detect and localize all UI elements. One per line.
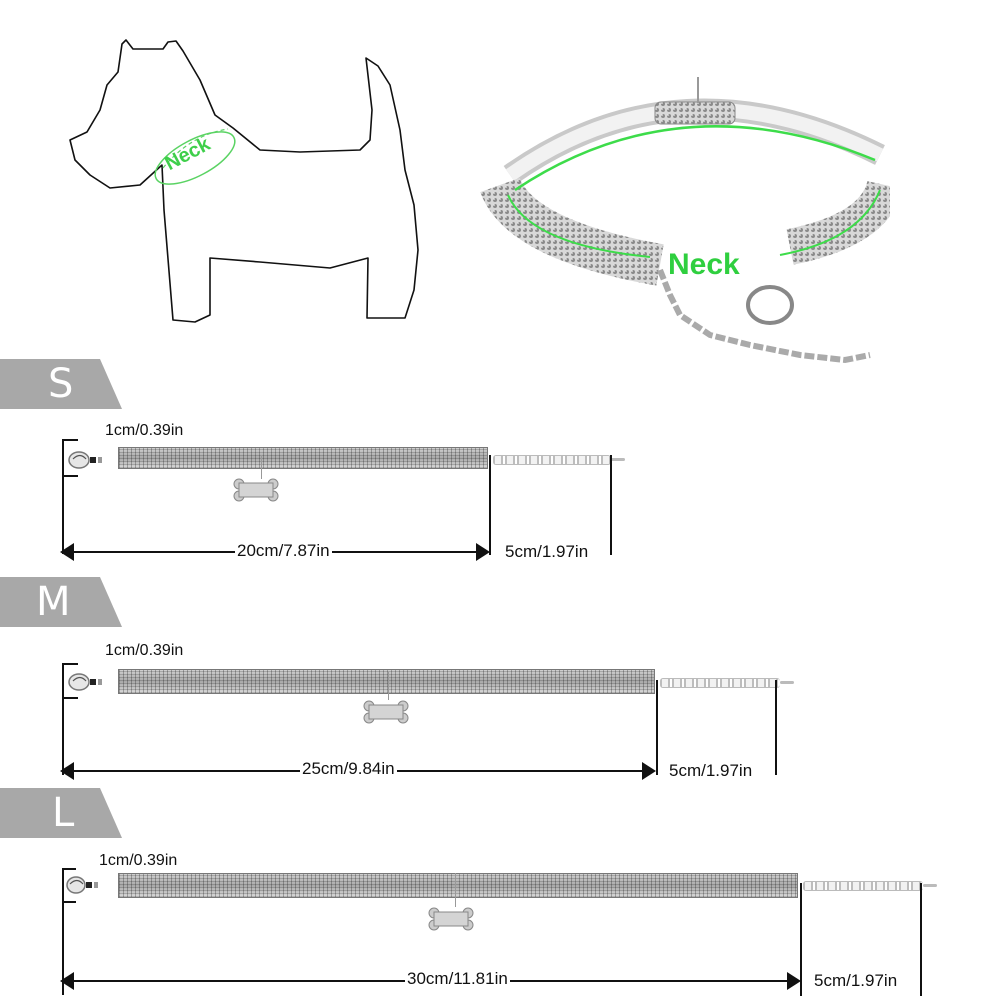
extension-label: 5cm/1.97in bbox=[812, 971, 900, 991]
arrow-right-icon bbox=[642, 762, 656, 780]
collar-neck-label: Neck bbox=[668, 248, 740, 281]
size-tab-m: M bbox=[0, 577, 122, 627]
arrow-left-icon bbox=[60, 543, 74, 561]
bracket-bottom bbox=[62, 475, 78, 477]
extension-start-line bbox=[800, 883, 802, 996]
size-letter: M bbox=[36, 579, 71, 625]
collar-band bbox=[118, 669, 655, 694]
width-label: 1cm/0.39in bbox=[105, 422, 184, 439]
extension-label: 5cm/1.97in bbox=[667, 761, 755, 781]
rhinestone-collar-icon bbox=[480, 77, 903, 364]
dog-illustration: Neck bbox=[60, 30, 440, 330]
arrow-right-icon bbox=[787, 972, 801, 990]
size-letter: L bbox=[52, 790, 75, 836]
bone-charm-icon bbox=[428, 907, 474, 931]
extension-chain bbox=[803, 881, 923, 891]
collar-photo: Neck bbox=[480, 65, 903, 375]
size-letter: S bbox=[48, 361, 74, 407]
collar-band bbox=[118, 873, 798, 898]
lobster-clasp-icon bbox=[68, 673, 102, 691]
length-label: 30cm/11.81in bbox=[405, 969, 510, 989]
extension-chain bbox=[660, 678, 780, 688]
extension-end-line bbox=[610, 455, 612, 555]
length-label: 25cm/9.84in bbox=[300, 759, 397, 779]
extension-label: 5cm/1.97in bbox=[503, 542, 591, 562]
chain-end bbox=[611, 458, 625, 461]
length-label: 20cm/7.87in bbox=[235, 541, 332, 561]
charm-hook bbox=[261, 455, 262, 479]
chain-end bbox=[923, 884, 937, 887]
chain-end bbox=[780, 681, 794, 684]
bone-charm-icon bbox=[233, 478, 279, 502]
extension-end-line bbox=[920, 883, 922, 996]
lobster-clasp-icon bbox=[66, 876, 98, 894]
width-bracket bbox=[62, 439, 64, 554]
width-label: 1cm/0.39in bbox=[105, 642, 184, 659]
size-tab-shape-icon bbox=[0, 577, 122, 627]
bracket-bottom bbox=[62, 697, 78, 699]
bracket-top bbox=[62, 663, 78, 665]
charm-hook bbox=[388, 672, 389, 700]
lobster-clasp-icon bbox=[68, 451, 102, 469]
extension-chain bbox=[493, 455, 611, 465]
size-tab-shape-icon bbox=[0, 359, 122, 409]
size-tab-s: S bbox=[0, 359, 122, 409]
bracket-bottom bbox=[62, 901, 76, 903]
dog-outline-icon bbox=[69, 39, 419, 323]
width-bracket bbox=[62, 663, 64, 775]
arrow-left-icon bbox=[60, 972, 74, 990]
extension-start-line bbox=[489, 455, 491, 555]
arrow-left-icon bbox=[60, 762, 74, 780]
bracket-top bbox=[62, 439, 78, 441]
width-bracket bbox=[62, 868, 64, 995]
width-label: 1cm/0.39in bbox=[99, 852, 178, 869]
collar-band bbox=[118, 447, 488, 469]
size-tab-l: L bbox=[0, 788, 122, 838]
arrow-right-icon bbox=[476, 543, 490, 561]
extension-end-line bbox=[775, 680, 777, 775]
charm-hook bbox=[455, 873, 456, 907]
bracket-top bbox=[62, 868, 76, 870]
size-tab-shape-icon bbox=[0, 788, 122, 838]
bone-charm-icon bbox=[363, 700, 409, 724]
extension-start-line bbox=[656, 680, 658, 775]
